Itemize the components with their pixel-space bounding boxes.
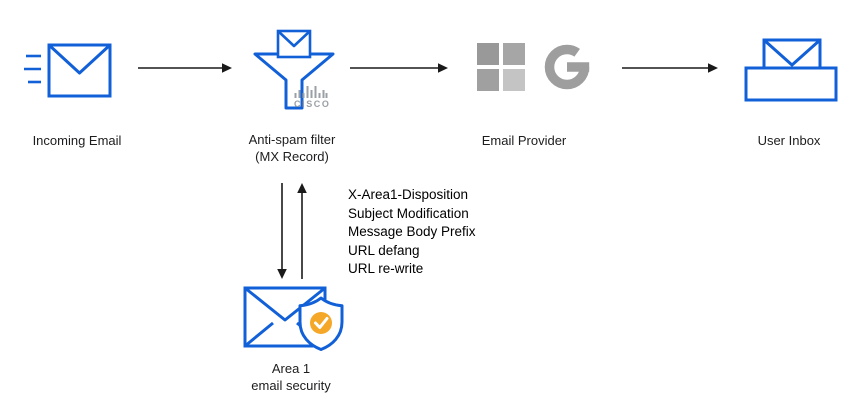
arrow-right-icon (622, 63, 718, 73)
area1-label: Area 1 email security (226, 360, 356, 394)
check-icon (314, 317, 329, 329)
google-g-bar (567, 62, 590, 72)
arrow-down-head (277, 269, 287, 279)
arrow-up-head (297, 183, 307, 193)
area1-label-line1: Area 1 (271, 361, 311, 376)
cisco-bars-icon (294, 86, 328, 98)
inbox-tray-icon (744, 38, 838, 102)
funnel-shape (253, 52, 335, 110)
envelope-flap (47, 43, 112, 75)
annotation-line: Message Body Prefix (348, 224, 476, 239)
email-provider-label: Email Provider (481, 133, 567, 148)
arrow-down-up-icon (277, 183, 307, 279)
inbox-tray (744, 66, 838, 102)
spam-funnel-icon (253, 29, 335, 110)
annotation-line: URL defang (348, 242, 420, 258)
annotation-line: X-Area1-Disposition (348, 187, 469, 202)
annotation-line: Subject Modification (348, 205, 469, 221)
incoming-email-icon (24, 43, 112, 98)
check-badge (310, 312, 332, 334)
area1-label-line2: email security (251, 378, 331, 393)
cisco-wordmark: CISCO (294, 99, 331, 109)
arrow-right-icon (138, 63, 232, 73)
envelope-flap (244, 286, 326, 322)
antispam-label: Anti-spam filter (MX Record) (222, 131, 362, 165)
antispam-label-line1: Anti-spam filter (248, 132, 336, 147)
cisco-logo-icon: CISCO (294, 86, 331, 109)
google-logo-icon (544, 44, 590, 90)
envelope-flap (277, 30, 311, 48)
envelope-flap (763, 38, 821, 67)
annotation-line: URL re-write (348, 261, 424, 276)
user-inbox-label: User Inbox (757, 133, 821, 148)
arrow-right-icon (350, 63, 448, 73)
disposition-annotations: X-Area1-Disposition Subject Modification… (348, 186, 568, 279)
email-shield-check-icon (243, 286, 344, 351)
microsoft-logo-icon (477, 43, 525, 91)
incoming-email-label: Incoming Email (32, 133, 122, 148)
antispam-label-line2: (MX Record) (255, 149, 329, 164)
